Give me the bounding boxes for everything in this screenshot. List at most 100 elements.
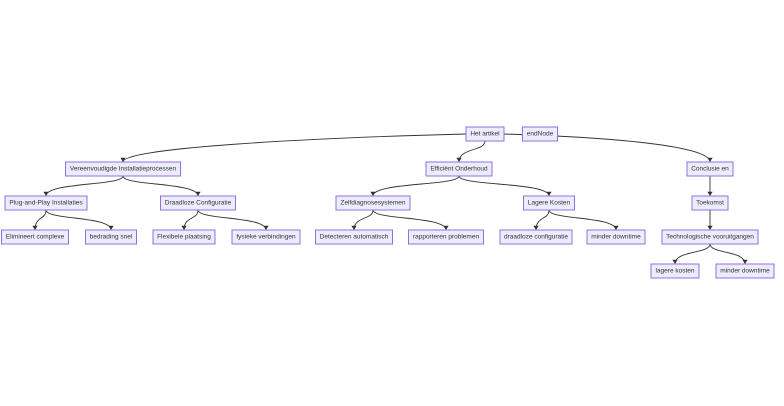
node-l8: minder downtime [586,229,646,245]
node-box [335,195,411,211]
node-l4: fysieke verbindingen [231,229,301,245]
node-t1: Technologische vooruitgangen [661,229,759,245]
edges-layer [32,133,748,265]
node-n1a: Plug-and-Play Installaties [4,195,88,211]
node-box [522,126,558,142]
arrowhead-icon [43,191,49,196]
node-label: minder downtime [720,268,770,275]
node-label: Vereenvoudigde Installatieprocessen [70,166,177,173]
edge-t1-t3 [709,243,746,265]
node-n1: Vereenvoudigde Installatieprocessen [65,161,181,177]
node-l5: Detecteren automatisch [315,229,393,245]
edge-n2-n2b [458,175,550,197]
node-label: Plug-and-Play Installaties [9,200,83,207]
node-l3: Flexibele plaatsing [152,229,216,245]
node-box [691,195,729,211]
node-box [65,161,181,177]
edge-n2b-l8 [548,209,617,231]
node-box [315,229,393,245]
edge-n1-n1a [45,175,124,197]
arrowhead-icon [672,259,678,264]
node-box [152,229,216,245]
node-box [231,229,301,245]
edge-t1-t2 [674,243,711,265]
node-label: Conclusie en [691,166,729,173]
arrowhead-icon [707,157,713,162]
arrowhead-icon [120,157,126,162]
node-label: Draadloze Configuratie [165,200,232,207]
node-n1b: Draadloze Configuratie [160,195,236,211]
arrowhead-icon [370,191,376,196]
node-label: rapporteren problemen [413,234,480,241]
node-l6: rapporteren problemen [408,229,484,245]
node-box [586,229,646,245]
node-box [160,195,236,211]
node-box [1,229,69,245]
node-box [465,126,505,142]
node-label: lagere kosten [655,268,694,275]
node-n2: Efficiënt Onderhoud [425,161,493,177]
arrowhead-icon [613,225,619,230]
node-t3: minder downtime [715,263,775,279]
node-label: Flexibele plaatsing [157,234,211,241]
node-l2: bedrading snel [85,229,137,245]
node-label: Efficiënt Onderhoud [430,166,488,173]
edge-root-n1 [122,133,467,163]
arrowhead-icon [742,259,748,264]
node-n2b: Lagere Kosten [523,195,575,211]
node-box [499,229,573,245]
node-label: Lagere Kosten [528,200,571,207]
node-l7: draadloze configuratie [499,229,573,245]
node-box [661,229,759,245]
node-label: minder downtime [591,234,641,241]
edge-n2a-l6 [372,209,447,231]
arrowhead-icon [181,225,187,230]
node-box [686,161,734,177]
node-box [523,195,575,211]
arrowhead-icon [195,191,201,196]
edge-n1-n1b [122,175,199,197]
node-box [85,229,137,245]
node-box [715,263,775,279]
edge-n2a-l5 [353,209,374,231]
node-box [425,161,493,177]
node-l1: Elimineert complexe [1,229,69,245]
node-label: Zelfdiagnosesystemen [340,200,405,207]
arrowhead-icon [707,191,713,196]
node-label: Toekomst [696,200,724,207]
arrowhead-icon [351,225,357,230]
node-n3a: Toekomst [691,195,729,211]
edge-n2b-l7 [535,209,550,231]
arrowhead-icon [443,225,449,230]
edge-n1a-l2 [45,209,112,231]
arrowhead-icon [32,225,38,230]
node-label: endNode [527,131,554,138]
node-box [408,229,484,245]
node-root: Het artikel [465,126,505,142]
edge-root-n2 [458,140,486,163]
node-box [650,263,700,279]
arrowhead-icon [108,225,114,230]
arrowhead-icon [456,157,462,162]
node-t2: lagere kosten [650,263,700,279]
node-label: fysieke verbindingen [236,234,296,241]
node-label: Elimineert complexe [6,234,65,241]
arrowhead-icon [707,225,713,230]
node-label: bedrading snel [90,234,133,241]
edge-n2-n2a [372,175,460,197]
arrowhead-icon [533,225,539,230]
edge-n1b-l3 [183,209,199,231]
node-label: draadloze configuratie [504,234,568,241]
arrowhead-icon [546,191,552,196]
node-label: Technologische vooruitgangen [666,234,754,241]
node-endNode: endNode [522,126,558,142]
node-label: Het artikel [470,131,500,138]
edge-n1b-l4 [197,209,267,231]
node-n3: Conclusie en [686,161,734,177]
node-box [4,195,88,211]
arrowhead-icon [263,225,269,230]
node-n2a: Zelfdiagnosesystemen [335,195,411,211]
node-label: Detecteren automatisch [320,234,389,241]
